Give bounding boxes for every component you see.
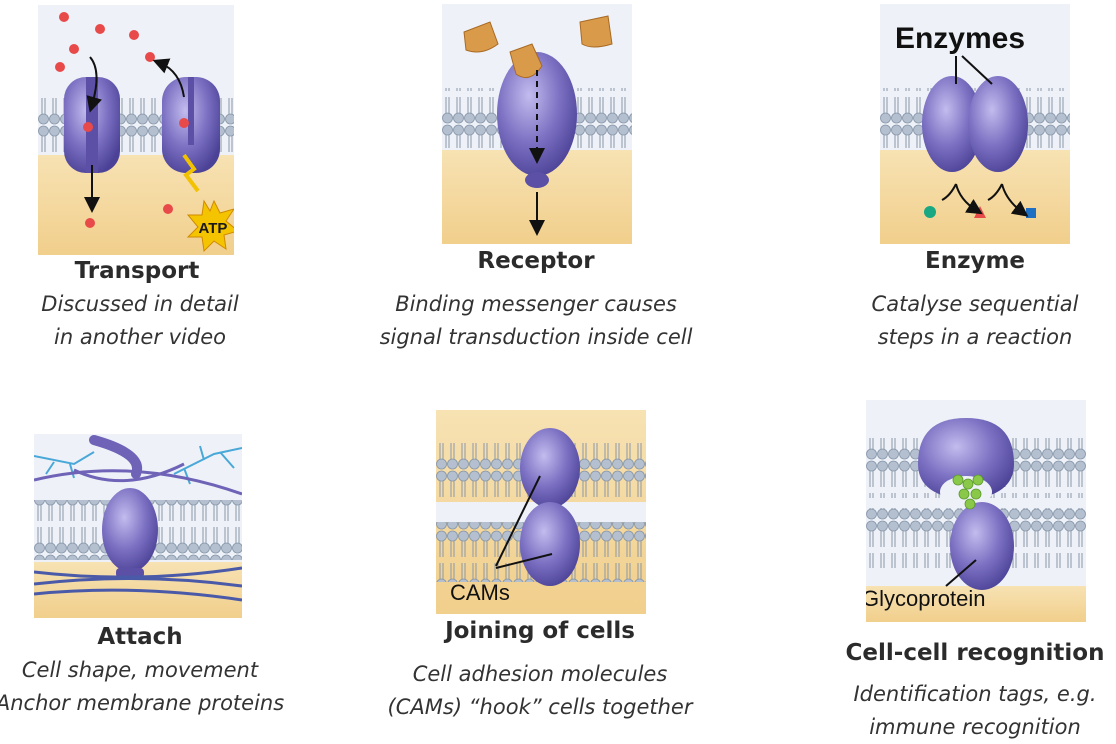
attach-title: Attach <box>97 624 183 650</box>
enzyme-title: Enzyme <box>924 248 1026 274</box>
enzymes-label: Enzymes <box>895 22 1025 55</box>
anchor-protein <box>102 488 158 572</box>
transport-title: Transport <box>74 258 200 284</box>
transport-caption: Discussed in detail in another video <box>41 292 239 349</box>
recognition-caption: Identification tags, e.g. immune recogni… <box>853 682 1097 739</box>
attach-caption: Cell shape, movement Anchor membrane pro… <box>0 658 285 715</box>
receptor-cup-protein <box>918 418 1014 500</box>
joining-caption: Cell adhesion molecules (CAMs) “hook” ce… <box>387 662 693 719</box>
receptor-title: Receptor <box>477 248 595 274</box>
attach-illustration <box>34 434 242 618</box>
glycoprotein-label: Glycoprotein <box>866 586 986 611</box>
ions <box>55 12 189 228</box>
enzyme-caption: Catalyse sequential steps in a reaction <box>871 292 1079 349</box>
joining-title: Joining of cells <box>445 618 635 644</box>
enzyme-illustration: Enzymes <box>880 4 1070 244</box>
enzyme-protein-1 <box>922 76 982 172</box>
receptor-illustration <box>442 4 632 244</box>
joining-illustration: CAMs <box>436 410 646 614</box>
recognition-title: Cell-cell recognition <box>845 640 1105 666</box>
cytoskeleton-fibers <box>34 566 242 602</box>
atp-burst-icon <box>186 199 234 253</box>
glycoprotein <box>950 502 1014 590</box>
cam-protein-top <box>520 428 580 508</box>
receptor-caption: Binding messenger causes signal transduc… <box>379 292 693 349</box>
transport-illustration: ATP <box>38 5 234 255</box>
glyco-chain <box>952 474 984 510</box>
atp-label: ATP <box>199 220 228 237</box>
recognition-illustration: Glycoprotein <box>866 400 1086 622</box>
messenger-molecules <box>463 15 613 79</box>
cam-protein-bottom <box>520 502 580 586</box>
enzyme-protein-2 <box>968 76 1028 172</box>
cams-label: CAMs <box>450 580 510 605</box>
extracellular-matrix-fibers <box>34 445 242 485</box>
